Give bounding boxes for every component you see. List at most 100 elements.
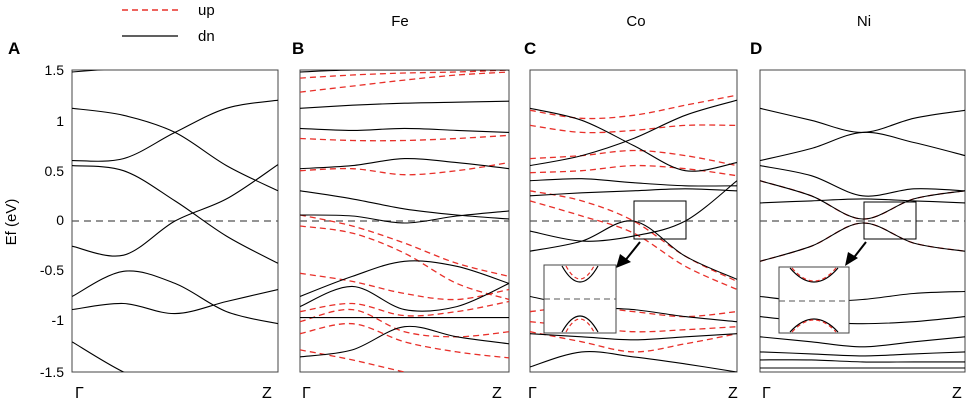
band-dn-series xyxy=(300,158,509,170)
panel-title-fe: Fe xyxy=(391,13,409,30)
band-dn-series xyxy=(530,99,737,167)
band-dn-series xyxy=(530,178,737,187)
band-up-series xyxy=(530,94,737,120)
y-tick-label: -0.5 xyxy=(40,262,64,278)
band-up-series xyxy=(300,308,509,338)
zoom-box xyxy=(633,200,687,240)
y-tick-label: 1.5 xyxy=(45,62,65,78)
band-dn-series xyxy=(72,341,125,372)
band-dn-series xyxy=(760,131,965,162)
band-up-series xyxy=(760,222,965,262)
band-up-series xyxy=(530,331,737,353)
band-dn-series xyxy=(530,350,737,372)
band-up-series xyxy=(300,272,509,301)
band-dn-series xyxy=(760,351,965,357)
x-tick-gamma: Γ xyxy=(762,385,771,402)
band-dn-series xyxy=(760,165,965,197)
band-up-series xyxy=(300,300,509,317)
band-up-series xyxy=(300,134,509,142)
band-up-series xyxy=(300,70,509,79)
panel-c-bands xyxy=(530,94,737,372)
zoom-box xyxy=(863,201,917,240)
x-tick-z: Z xyxy=(492,385,502,402)
band-dn-series xyxy=(530,333,737,341)
panel-label-b: B xyxy=(292,39,304,58)
band-up-series xyxy=(530,190,737,282)
panel-d: D Ni Γ Z xyxy=(750,13,966,402)
band-dn-series xyxy=(300,100,509,109)
band-dn-series xyxy=(760,336,965,348)
band-up-series xyxy=(530,124,737,134)
band-dn-series xyxy=(300,210,509,224)
panel-a: A Γ Z xyxy=(8,39,279,402)
band-dn-series xyxy=(530,107,737,172)
inset-band-up-lower xyxy=(565,318,595,333)
panel-label-a: A xyxy=(8,39,20,58)
band-dn-series xyxy=(300,70,509,73)
x-tick-z: Z xyxy=(952,385,962,402)
inset-arrow-head xyxy=(616,254,631,268)
band-dn-series xyxy=(300,260,509,298)
band-up-series xyxy=(300,71,509,93)
band-up-series xyxy=(300,323,509,359)
band-dn-series xyxy=(72,99,278,162)
band-up-series xyxy=(300,225,509,301)
x-tick-z: Z xyxy=(728,385,738,402)
band-dn-series xyxy=(300,127,509,133)
band-dn-series xyxy=(300,325,509,358)
panel-label-d: D xyxy=(750,39,762,58)
inset-band-up-upper xyxy=(565,265,595,280)
inset-arrow-head xyxy=(845,252,858,266)
band-dn-series xyxy=(530,188,737,197)
inset-band-upper xyxy=(789,267,839,283)
y-tick-labels: 1.5 1 0.5 0 -0.5 -1 -1.5 xyxy=(40,62,64,380)
y-tick-label: 0 xyxy=(56,212,64,228)
band-dn-series xyxy=(760,359,965,363)
band-up-series xyxy=(300,161,509,176)
inset-band-lower xyxy=(789,318,839,333)
inset-d xyxy=(778,266,850,334)
x-tick-z: Z xyxy=(262,385,272,402)
panel-c: C Co Γ Z xyxy=(524,13,738,402)
legend: up dn xyxy=(122,2,215,45)
legend-up-label: up xyxy=(198,2,215,19)
panel-a-bands xyxy=(72,70,278,372)
panel-title-co: Co xyxy=(626,13,645,30)
band-dn-series xyxy=(760,107,965,133)
band-dn-series xyxy=(760,198,965,204)
band-up-series xyxy=(300,349,408,372)
y-tick-label: 1 xyxy=(56,113,64,129)
band-dn-series xyxy=(72,107,278,192)
band-dn-series xyxy=(300,282,509,312)
y-axis-label: Ef (eV) xyxy=(3,199,20,246)
inset-arrow xyxy=(623,241,641,263)
panel-b-bands xyxy=(300,70,509,372)
band-dn-series xyxy=(72,288,278,315)
x-tick-gamma: Γ xyxy=(75,385,84,402)
band-dn-series xyxy=(760,180,965,220)
inset-band-upper xyxy=(561,265,599,283)
panel-d-bands xyxy=(760,107,965,369)
x-tick-gamma: Γ xyxy=(528,385,537,402)
legend-dn-label: dn xyxy=(198,28,215,45)
inset-band-lower xyxy=(561,315,599,333)
band-up-series xyxy=(760,180,965,220)
band-up-series xyxy=(530,149,737,167)
x-tick-gamma: Γ xyxy=(302,385,311,402)
inset-c xyxy=(543,264,617,334)
inset-frame xyxy=(778,266,850,334)
band-up-series xyxy=(300,214,509,278)
y-tick-label: -1.5 xyxy=(40,364,64,380)
band-dn-series xyxy=(72,164,278,257)
band-dn-series xyxy=(760,222,965,262)
band-dn-series xyxy=(72,270,278,325)
panel-b: B Fe Γ Z xyxy=(292,13,510,402)
band-dn-series xyxy=(72,165,278,264)
band-dn-series xyxy=(300,190,509,220)
band-up-series xyxy=(530,164,737,177)
y-tick-label: 0.5 xyxy=(45,163,65,179)
panel-title-ni: Ni xyxy=(857,13,871,30)
y-tick-label: -1 xyxy=(52,312,65,328)
panel-label-c: C xyxy=(524,39,536,58)
